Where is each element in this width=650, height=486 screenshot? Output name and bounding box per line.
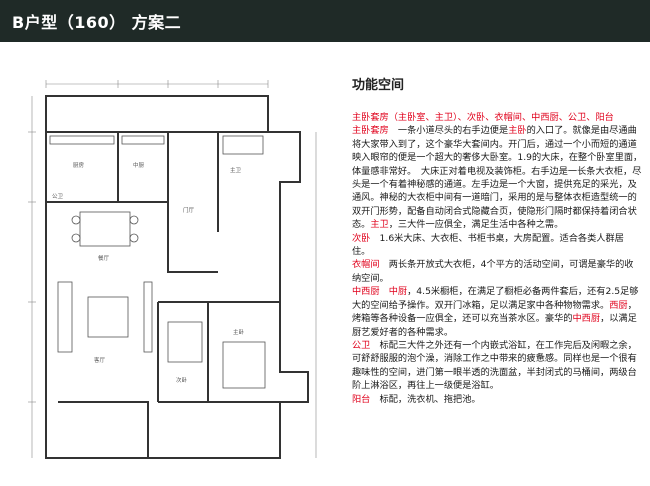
mid-wall — [46, 201, 218, 273]
title-bar: B户型（160） 方案二 — [0, 0, 650, 42]
paragraph-cloakroom: 衣帽间 两长条开放式大衣柜，4个平方的活动空间，可谓是豪华的收纳空间。 — [352, 259, 634, 284]
bathtub — [222, 135, 264, 155]
room-label: 公卫 — [52, 193, 64, 200]
summary: 主卧套房（主卧室、主卫）、次卧、衣帽间、中西厨、公卫、阳台 — [352, 112, 614, 123]
paragraph-label: 公卫 — [352, 339, 371, 351]
room-label: 中厨 — [133, 161, 145, 169]
kitchen-counter-2 — [121, 135, 165, 145]
paragraph-bathroom: 公卫 标配三大件之外还有一个内嵌式浴缸，在工作完后及闲暇之余，可舒舒服服的泡个澡… — [352, 339, 637, 392]
paragraph-label: 主卧套房 — [352, 125, 389, 137]
paragraph-label: 次卧 — [352, 232, 371, 244]
floor-plan: 厨房 中厨 公卫 门厅 餐厅 客厅 次卧 主卧 主卫 — [28, 80, 317, 459]
tv-cabinet — [143, 281, 153, 353]
bed-1 — [167, 321, 203, 363]
paragraph-second-bedroom: 次卧 1.6米大床、大衣柜、书柜书桌，大房配置。适合各类人群居住。 — [352, 232, 624, 258]
coffee-table — [87, 296, 129, 338]
room-label: 客厅 — [94, 356, 106, 364]
paragraph-label: 阳台 — [352, 393, 371, 405]
description-panel: 功能空间 主卧套房（主卧室、主卫）、次卧、衣帽间、中西厨、公卫、阳台 主卧套房 … — [352, 74, 647, 406]
balcony — [58, 401, 149, 458]
paragraph-balcony: 阳台 标配，洗衣机、拖把池。 — [352, 393, 481, 405]
outer-wall — [45, 95, 309, 459]
room-label: 主卫 — [230, 166, 242, 174]
paragraph-label: 中西厨 — [352, 286, 380, 298]
room-label: 餐厅 — [98, 254, 110, 262]
room-label: 次卧 — [176, 376, 188, 384]
kitchen-wall — [46, 131, 169, 203]
bed-2 — [222, 341, 266, 389]
sofa — [57, 281, 73, 353]
paragraph-kitchen: 中西厨 中厨，4.5米橱柜，在满足了橱柜必备两件套后，还有2.5足够大的空间给予… — [352, 286, 639, 338]
room-label: 门厅 — [183, 206, 195, 214]
paragraph-master: 主卧套房 一条小道尽头的右手边便是主卧的入口了。就像是由尽通曲将大家带入到了，这… — [352, 125, 647, 231]
dining-table — [79, 211, 131, 247]
room-label: 主卧 — [233, 328, 245, 336]
lobby-wall — [168, 131, 219, 232]
page-title: B户型（160） 方案二 — [12, 13, 182, 32]
kitchen-counter — [49, 135, 115, 145]
room-label: 厨房 — [73, 161, 85, 169]
section-heading: 功能空间 — [352, 78, 405, 93]
paragraph-label: 衣帽间 — [352, 259, 380, 271]
bedroom-wall — [157, 301, 280, 403]
